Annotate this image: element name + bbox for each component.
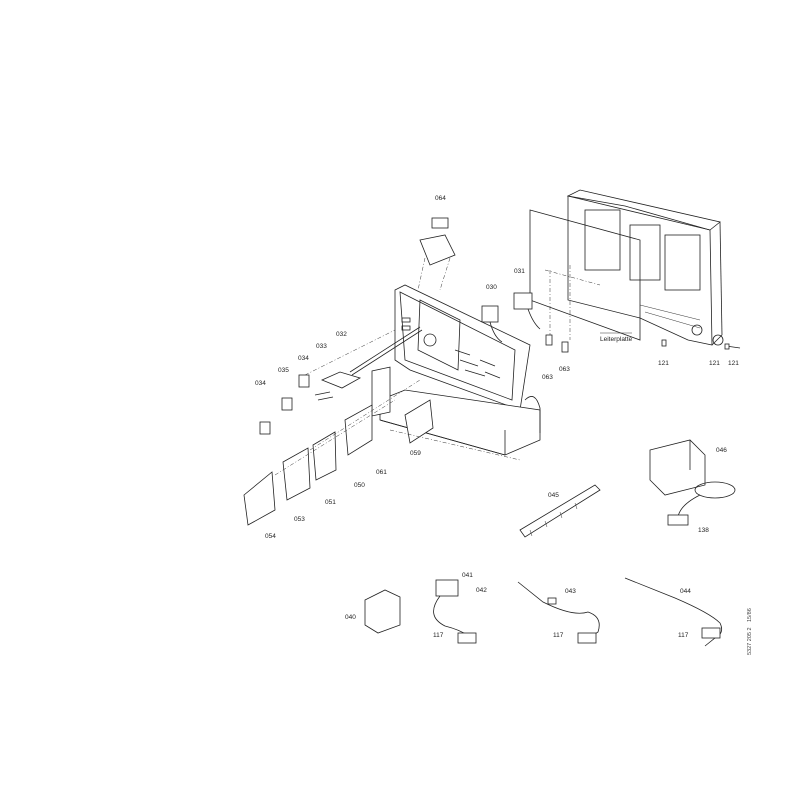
label-035: 035 xyxy=(278,367,289,374)
label-044: 044 xyxy=(680,588,691,595)
part-032 xyxy=(320,371,362,389)
label-121-b: 121 xyxy=(709,360,720,367)
terminal-strip-045 xyxy=(519,484,601,538)
date-code: 15/86 xyxy=(747,608,753,622)
label-032: 032 xyxy=(336,331,347,338)
plug-transformer-046 xyxy=(649,439,736,526)
label-043: 043 xyxy=(565,588,576,595)
drawing-number: 5327 205 2 xyxy=(747,627,753,655)
label-063-right: 063 xyxy=(559,366,570,373)
label-033: 033 xyxy=(316,343,327,350)
rear-housing xyxy=(566,189,723,346)
label-138: 138 xyxy=(698,527,709,534)
label-034-upper: 034 xyxy=(298,355,309,362)
label-042: 042 xyxy=(476,587,487,594)
switch-035 xyxy=(281,397,293,411)
transformer-031 xyxy=(513,292,533,310)
board-050 xyxy=(344,404,373,456)
label-031: 031 xyxy=(514,268,525,275)
sensor-041 xyxy=(435,579,459,597)
label-045: 045 xyxy=(548,492,559,499)
label-117-b: 117 xyxy=(553,632,564,639)
label-117-c: 117 xyxy=(678,632,689,639)
label-061: 061 xyxy=(376,469,387,476)
label-053: 053 xyxy=(294,516,305,523)
part-063a xyxy=(545,334,553,346)
label-050: 050 xyxy=(354,482,365,489)
label-leiterplatte: Leiterplatte xyxy=(600,336,633,343)
switch-034b xyxy=(259,421,271,435)
label-121-c: 121 xyxy=(728,360,739,367)
board-061 xyxy=(371,366,391,417)
label-034-lower: 034 xyxy=(255,380,266,387)
transformer-030 xyxy=(481,305,499,323)
label-046: 046 xyxy=(716,447,727,454)
label-117-a: 117 xyxy=(433,632,444,639)
board-051 xyxy=(312,431,337,481)
part-063b xyxy=(561,341,569,353)
label-064: 064 xyxy=(435,195,446,202)
part-121-washer xyxy=(712,334,724,346)
label-041: 041 xyxy=(462,572,473,579)
part-040 xyxy=(364,589,401,634)
switch-034a xyxy=(298,374,310,388)
label-030: 030 xyxy=(486,284,497,291)
circuit-board xyxy=(529,209,641,341)
label-040: 040 xyxy=(345,614,356,621)
front-frame xyxy=(379,284,541,456)
sensor-043 xyxy=(517,581,600,641)
board-053 xyxy=(282,447,311,501)
label-051: 051 xyxy=(325,499,336,506)
label-121-a: 121 xyxy=(658,360,669,367)
label-063-left: 063 xyxy=(542,374,553,381)
part-033 xyxy=(314,391,331,396)
label-054: 054 xyxy=(265,533,276,540)
relay-064 xyxy=(417,217,456,291)
board-054 xyxy=(243,471,276,526)
label-059: 059 xyxy=(410,450,421,457)
board-059 xyxy=(404,399,434,444)
